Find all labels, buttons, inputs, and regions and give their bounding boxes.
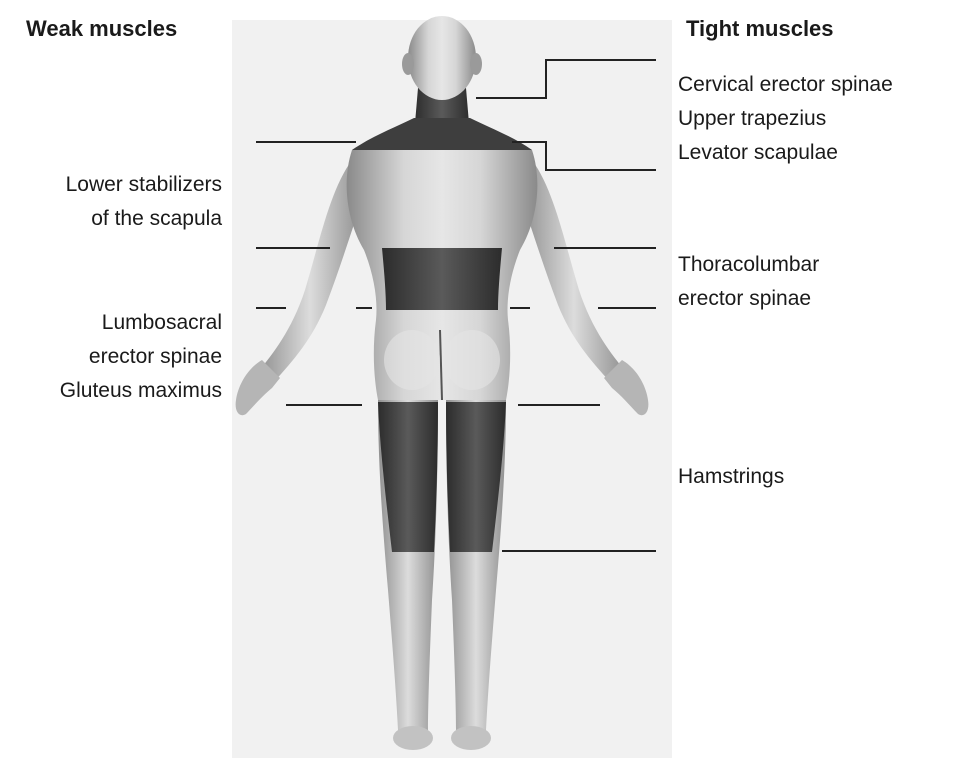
- right-foot: [451, 726, 491, 750]
- weak-label-lumbo-line1: Lumbosacral: [60, 306, 222, 340]
- tight-label-cervical: Cervical erector spinae: [678, 68, 893, 102]
- tight-label-neck: Cervical erector spinae Upper trapezius …: [678, 68, 893, 170]
- head: [408, 16, 476, 100]
- tight-label-hamstrings-line: Hamstrings: [678, 460, 784, 494]
- weak-label-scapula: Lower stabilizers of the scapula: [66, 168, 222, 236]
- weak-label-lumbosacral: Lumbosacral erector spinae Gluteus maxim…: [60, 306, 222, 408]
- weak-label-lumbo-line2: erector spinae: [60, 340, 222, 374]
- tight-label-thoraco-line1: Thoracolumbar: [678, 248, 819, 282]
- weak-label-gluteus: Gluteus maximus: [60, 374, 222, 408]
- tight-label-thoraco: Thoracolumbar erector spinae: [678, 248, 819, 316]
- weak-muscles-header: Weak muscles: [26, 16, 177, 42]
- tight-label-levator: Levator scapulae: [678, 136, 893, 170]
- weak-label-scapula-line2: of the scapula: [66, 202, 222, 236]
- left-foot: [393, 726, 433, 750]
- right-ear: [470, 53, 482, 75]
- left-gluteus: [384, 330, 440, 390]
- tight-label-thoraco-line2: erector spinae: [678, 282, 819, 316]
- thoracolumbar-region: [382, 248, 502, 310]
- tight-label-hamstrings: Hamstrings: [678, 460, 784, 494]
- weak-label-scapula-line1: Lower stabilizers: [66, 168, 222, 202]
- right-gluteus: [444, 330, 500, 390]
- left-ear: [402, 53, 414, 75]
- tight-label-upper-trapezius: Upper trapezius: [678, 102, 893, 136]
- tight-muscles-header: Tight muscles: [686, 16, 834, 42]
